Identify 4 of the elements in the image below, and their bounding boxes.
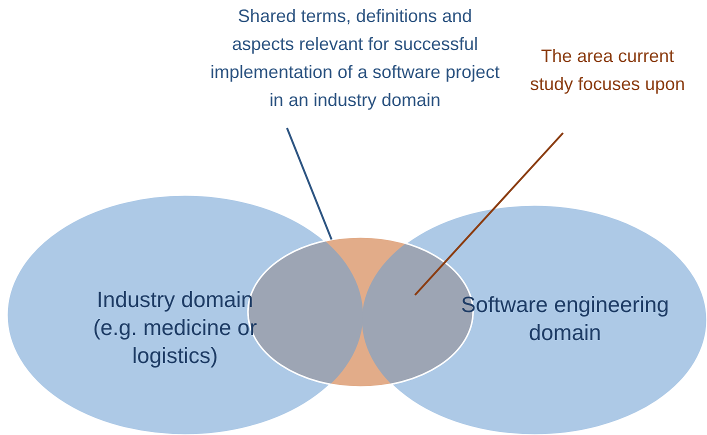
annotation-text: Shared terms, definitions and aspects relevant for successful implementation of a software project in an industry domain — [209, 5, 501, 112]
leader-line — [286, 128, 332, 240]
leader-line — [414, 132, 564, 296]
annotation-text: The area current study focuses upon — [528, 45, 686, 96]
